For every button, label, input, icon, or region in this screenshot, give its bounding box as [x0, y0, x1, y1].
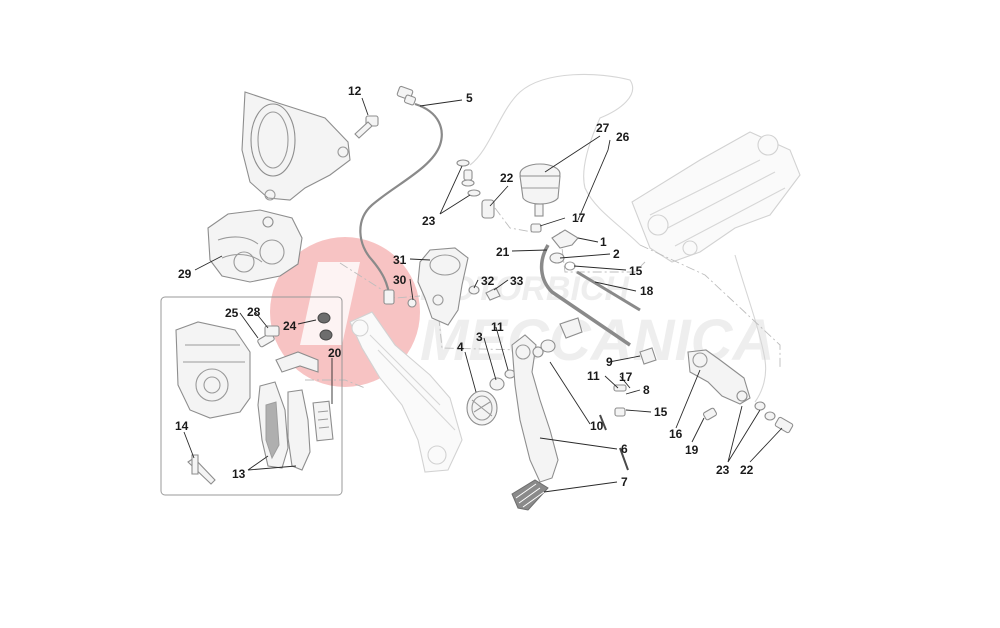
- sensor-cable: [359, 85, 443, 305]
- callout-label: 31: [393, 253, 407, 267]
- brake-pedal: [511, 317, 583, 483]
- callout-label: 7: [621, 475, 628, 489]
- callout-label: 27: [596, 121, 610, 135]
- callout-label: 24: [283, 319, 297, 333]
- callout-label: 19: [685, 443, 699, 457]
- callout-label: 18: [640, 284, 654, 298]
- callout-label: 15: [629, 264, 643, 278]
- pivot-spring: [466, 369, 516, 426]
- callout-label: 10: [590, 419, 604, 433]
- banjo-fitting-top: [481, 199, 495, 219]
- small-screws: [468, 285, 501, 301]
- callout-label: 16: [669, 427, 683, 441]
- watermark-k-shape: [300, 262, 360, 345]
- callout-label: 33: [510, 274, 524, 288]
- callout-label: 5: [466, 91, 473, 105]
- callout-label: 26: [616, 130, 630, 144]
- callout-label: 21: [496, 245, 510, 259]
- master-cylinder: [687, 349, 751, 421]
- ghost-brake-hose: [469, 73, 767, 403]
- callout-label: 14: [175, 419, 189, 433]
- callout-label: 11: [491, 320, 504, 334]
- inset-box: [160, 296, 343, 496]
- callout-label: 20: [328, 346, 342, 360]
- callout-label: 25: [225, 306, 239, 320]
- callout-label: 17: [619, 370, 633, 384]
- callout-label: 6: [621, 442, 628, 456]
- leader-lines: [183, 97, 783, 493]
- callout-label: 15: [654, 405, 668, 419]
- callout-labels: 1 2 3 4 5 6 7 8 9 10 11 11 12 13 14 15 1…: [175, 84, 754, 489]
- pedal-rubber: [511, 479, 549, 511]
- callout-label: 32: [481, 274, 495, 288]
- hose-clips: [456, 159, 481, 197]
- callout-label: 8: [643, 383, 650, 397]
- ghost-rear-frame: [631, 131, 801, 263]
- callout-label: 11: [587, 369, 600, 383]
- callout-label: 23: [422, 214, 436, 228]
- callout-label: 2: [613, 247, 620, 261]
- rear-caliper: [207, 209, 303, 283]
- callout-label: 13: [232, 467, 246, 481]
- callout-label: 22: [500, 171, 514, 185]
- caliper-bracket: [241, 91, 351, 201]
- callout-label: 3: [476, 330, 483, 344]
- callout-label: 9: [606, 355, 613, 369]
- callout-label: 1: [600, 235, 607, 249]
- bolt-12: [354, 115, 379, 139]
- reservoir-bracket: [530, 223, 579, 271]
- callout-label: 22: [740, 463, 754, 477]
- callout-label: 30: [393, 273, 407, 287]
- banjo-fitting-bottom: [754, 401, 794, 434]
- ghost-footrest-bracket: [349, 311, 463, 473]
- callout-label: 4: [457, 340, 464, 354]
- callout-label: 17: [572, 211, 586, 225]
- callout-label: 28: [247, 305, 261, 319]
- brake-reservoir: [519, 163, 561, 217]
- callout-label: 29: [178, 267, 192, 281]
- pedal-pins: [599, 347, 657, 471]
- pushrod: [576, 270, 641, 312]
- heel-guard: [407, 247, 469, 326]
- callout-label: 23: [716, 463, 730, 477]
- callout-label: 12: [348, 84, 362, 98]
